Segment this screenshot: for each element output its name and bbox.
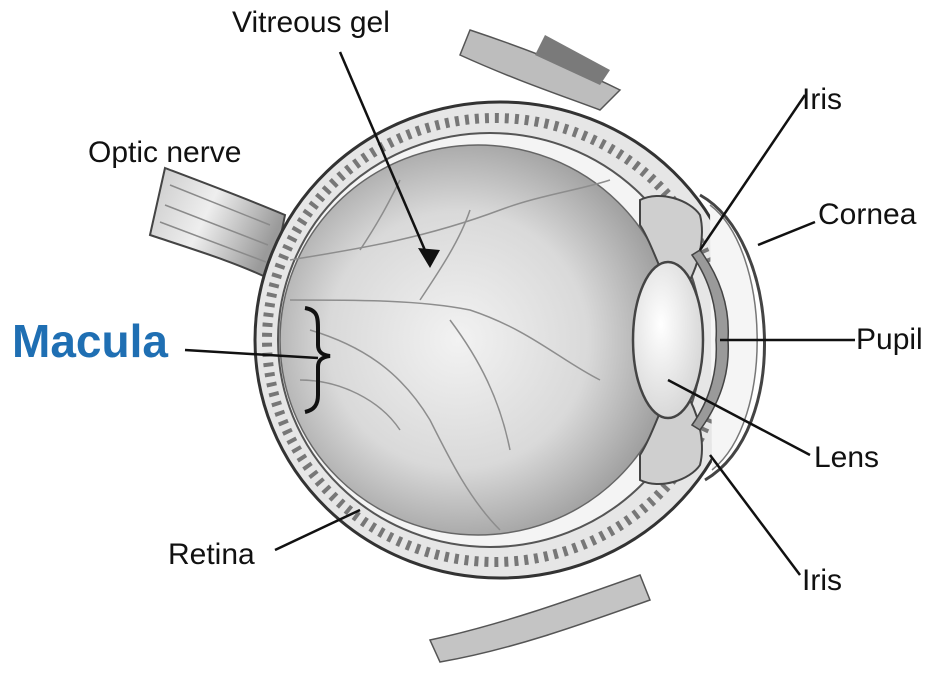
iris-bottom-label: Iris	[802, 566, 842, 596]
iris-top-label: Iris	[802, 85, 842, 115]
optic-nerve-label: Optic nerve	[88, 138, 241, 168]
retina-label: Retina	[168, 540, 255, 570]
cornea-label: Cornea	[818, 200, 916, 230]
pupil-label: Pupil	[856, 325, 923, 355]
eye-muscle-bottom	[430, 575, 650, 662]
macula-label: Macula	[12, 318, 168, 364]
lens-shape	[633, 262, 703, 418]
vitreous-gel-label: Vitreous gel	[232, 8, 390, 38]
lens-label: Lens	[814, 443, 879, 473]
